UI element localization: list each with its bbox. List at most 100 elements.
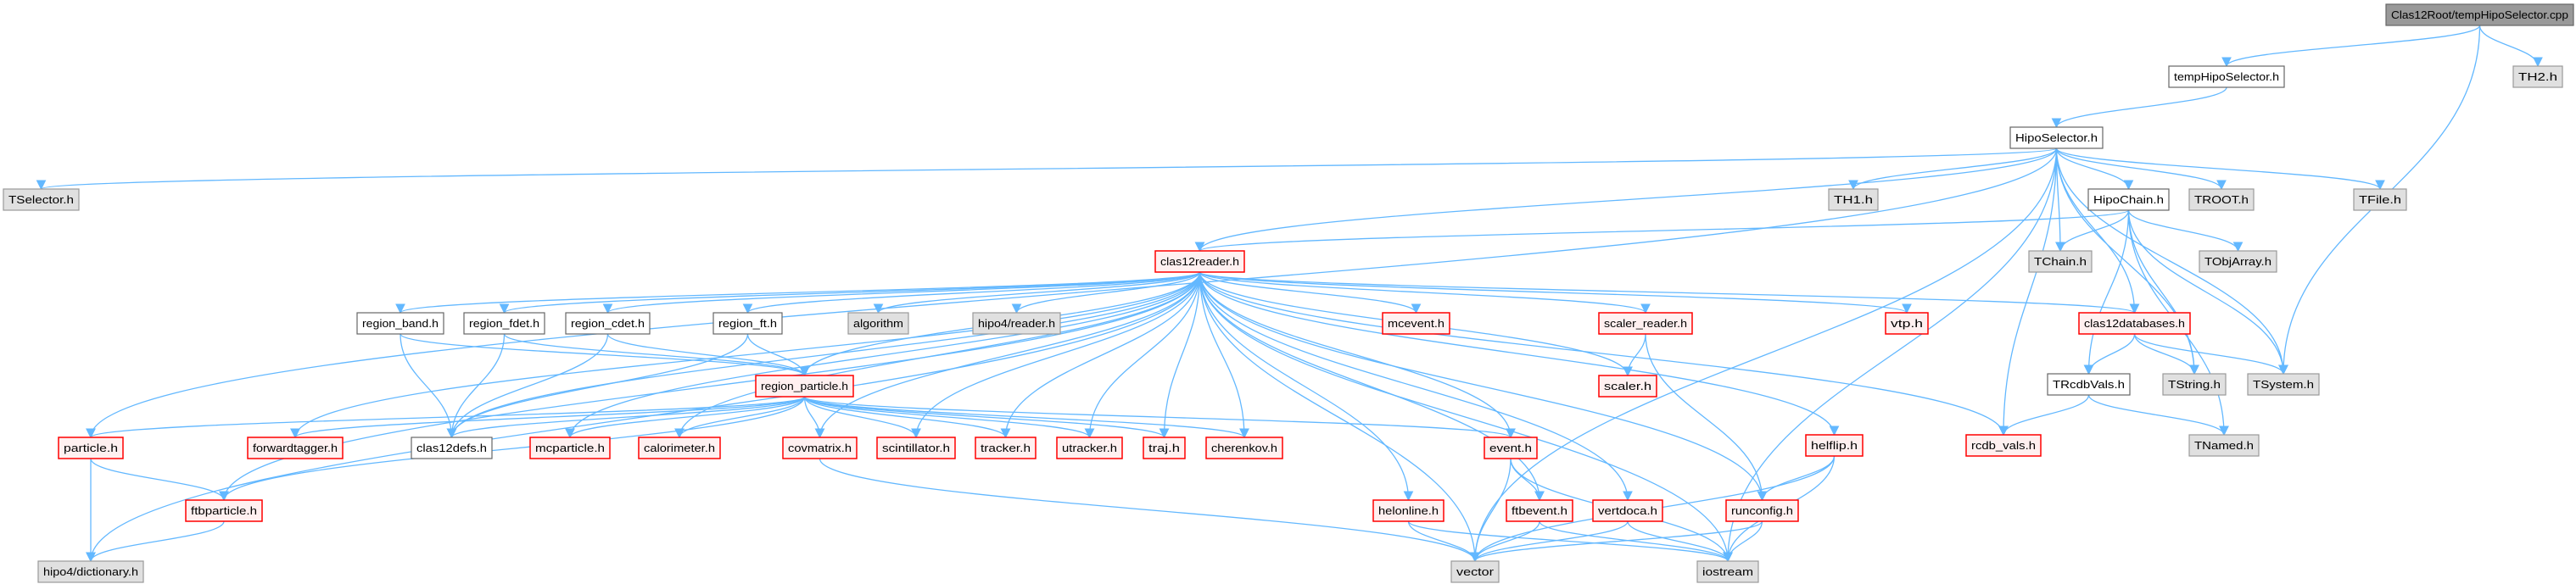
node-box[interactable] xyxy=(1205,437,1283,459)
node-box[interactable] xyxy=(2168,65,2285,88)
node-box[interactable] xyxy=(2188,434,2260,457)
node-box[interactable] xyxy=(1725,499,1799,522)
node-vertdoca[interactable]: vertdoca.h xyxy=(1592,499,1663,522)
node-box[interactable] xyxy=(1598,375,1657,398)
node-box[interactable] xyxy=(2247,373,2320,396)
node-tstring[interactable]: TString.h xyxy=(2162,373,2227,396)
node-vtp[interactable]: vtp.h xyxy=(1885,312,1929,335)
node-runconfig[interactable]: runconfig.h xyxy=(1725,499,1799,522)
node-region_cdet[interactable]: region_cdet.h xyxy=(565,312,651,335)
node-box[interactable] xyxy=(1965,434,2042,457)
node-box[interactable] xyxy=(1696,560,1759,583)
node-box[interactable] xyxy=(975,437,1037,459)
node-tsystem[interactable]: TSystem.h xyxy=(2247,373,2320,396)
node-tchain[interactable]: TChain.h xyxy=(2028,250,2093,273)
node-box[interactable] xyxy=(1143,437,1186,459)
node-covmatrix[interactable]: covmatrix.h xyxy=(782,437,858,459)
node-box[interactable] xyxy=(2087,188,2170,211)
node-mcparticle[interactable]: mcparticle.h xyxy=(529,437,611,459)
node-region_particle[interactable]: region_particle.h xyxy=(755,375,854,398)
node-box[interactable] xyxy=(2199,250,2277,273)
node-traj[interactable]: traj.h xyxy=(1143,437,1186,459)
node-helonline[interactable]: helonline.h xyxy=(1372,499,1444,522)
node-box[interactable] xyxy=(638,437,721,459)
node-box[interactable] xyxy=(1056,437,1123,459)
node-box[interactable] xyxy=(2162,373,2227,396)
node-box[interactable] xyxy=(1598,312,1693,335)
node-hiporeader[interactable]: hipo4/reader.h xyxy=(972,312,1061,335)
node-scintillator[interactable]: scintillator.h xyxy=(876,437,956,459)
node-utracker[interactable]: utracker.h xyxy=(1056,437,1123,459)
node-box[interactable] xyxy=(1372,499,1444,522)
node-region_band[interactable]: region_band.h xyxy=(356,312,444,335)
node-box[interactable] xyxy=(712,312,783,335)
node-box[interactable] xyxy=(2188,188,2255,211)
node-box[interactable] xyxy=(1506,499,1573,522)
node-algorithm[interactable]: algorithm xyxy=(847,312,909,335)
node-box[interactable] xyxy=(2009,126,2104,149)
node-box[interactable] xyxy=(1592,499,1663,522)
node-tobjarray[interactable]: TObjArray.h xyxy=(2199,250,2277,273)
node-clas12reader[interactable]: clas12reader.h xyxy=(1154,250,1245,273)
node-vector[interactable]: vector xyxy=(1450,560,1500,583)
node-box[interactable] xyxy=(782,437,858,459)
node-box[interactable] xyxy=(1450,560,1500,583)
node-box[interactable] xyxy=(529,437,611,459)
node-tfile[interactable]: TFile.h xyxy=(2353,188,2407,211)
node-box[interactable] xyxy=(1154,250,1245,273)
node-tracker[interactable]: tracker.h xyxy=(975,437,1037,459)
node-helflip[interactable]: helflip.h xyxy=(1805,434,1864,457)
node-box[interactable] xyxy=(972,312,1061,335)
node-particle[interactable]: particle.h xyxy=(58,437,124,459)
node-box[interactable] xyxy=(1805,434,1864,457)
node-box[interactable] xyxy=(1885,312,1929,335)
node-box[interactable] xyxy=(2047,373,2131,396)
node-iostream[interactable]: iostream xyxy=(1696,560,1759,583)
node-dictionary[interactable]: hipo4/dictionary.h xyxy=(37,560,144,583)
node-box[interactable] xyxy=(2512,65,2563,88)
node-hiposel[interactable]: HipoSelector.h xyxy=(2009,126,2104,149)
node-box[interactable] xyxy=(1828,188,1879,211)
node-clas12databases[interactable]: clas12databases.h xyxy=(2078,312,2191,335)
node-troot[interactable]: TROOT.h xyxy=(2188,188,2255,211)
node-box[interactable] xyxy=(411,437,493,459)
node-tselector[interactable]: TSelector.h xyxy=(3,188,80,211)
node-cherenkov[interactable]: cherenkov.h xyxy=(1205,437,1283,459)
node-box[interactable] xyxy=(3,188,80,211)
node-forwardtagger[interactable]: forwardtagger.h xyxy=(247,437,344,459)
node-hipochain[interactable]: HipoChain.h xyxy=(2087,188,2170,211)
node-box[interactable] xyxy=(1484,437,1538,459)
node-calorimeter[interactable]: calorimeter.h xyxy=(638,437,721,459)
node-box[interactable] xyxy=(185,499,263,522)
node-box[interactable] xyxy=(565,312,651,335)
node-box[interactable] xyxy=(58,437,124,459)
node-rcdb_vals[interactable]: rcdb_vals.h xyxy=(1965,434,2042,457)
node-box[interactable] xyxy=(2353,188,2407,211)
node-box[interactable] xyxy=(847,312,909,335)
node-scaler[interactable]: scaler.h xyxy=(1598,375,1657,398)
node-trcdbvals[interactable]: TRcdbVals.h xyxy=(2047,373,2131,396)
node-region_fdet[interactable]: region_fdet.h xyxy=(463,312,545,335)
node-box[interactable] xyxy=(755,375,854,398)
node-region_ft[interactable]: region_ft.h xyxy=(712,312,783,335)
node-box[interactable] xyxy=(1382,312,1450,335)
node-scaler_reader[interactable]: scaler_reader.h xyxy=(1598,312,1693,335)
node-mcevent[interactable]: mcevent.h xyxy=(1382,312,1450,335)
node-cpp[interactable]: Clas12Root/tempHipoSelector.cpp xyxy=(2385,3,2574,26)
node-box[interactable] xyxy=(463,312,545,335)
node-event[interactable]: event.h xyxy=(1484,437,1538,459)
node-th1[interactable]: TH1.h xyxy=(1828,188,1879,211)
node-tnamed[interactable]: TNamed.h xyxy=(2188,434,2260,457)
node-box[interactable] xyxy=(37,560,144,583)
node-box[interactable] xyxy=(2028,250,2093,273)
node-box[interactable] xyxy=(356,312,444,335)
node-ftbparticle[interactable]: ftbparticle.h xyxy=(185,499,263,522)
node-box[interactable] xyxy=(247,437,344,459)
node-box[interactable] xyxy=(876,437,956,459)
node-ftbevent[interactable]: ftbevent.h xyxy=(1506,499,1573,522)
node-box[interactable] xyxy=(2385,3,2574,26)
node-box[interactable] xyxy=(2078,312,2191,335)
node-clas12defs[interactable]: clas12defs.h xyxy=(411,437,493,459)
node-tempsel[interactable]: tempHipoSelector.h xyxy=(2168,65,2285,88)
node-th2[interactable]: TH2.h xyxy=(2512,65,2563,88)
